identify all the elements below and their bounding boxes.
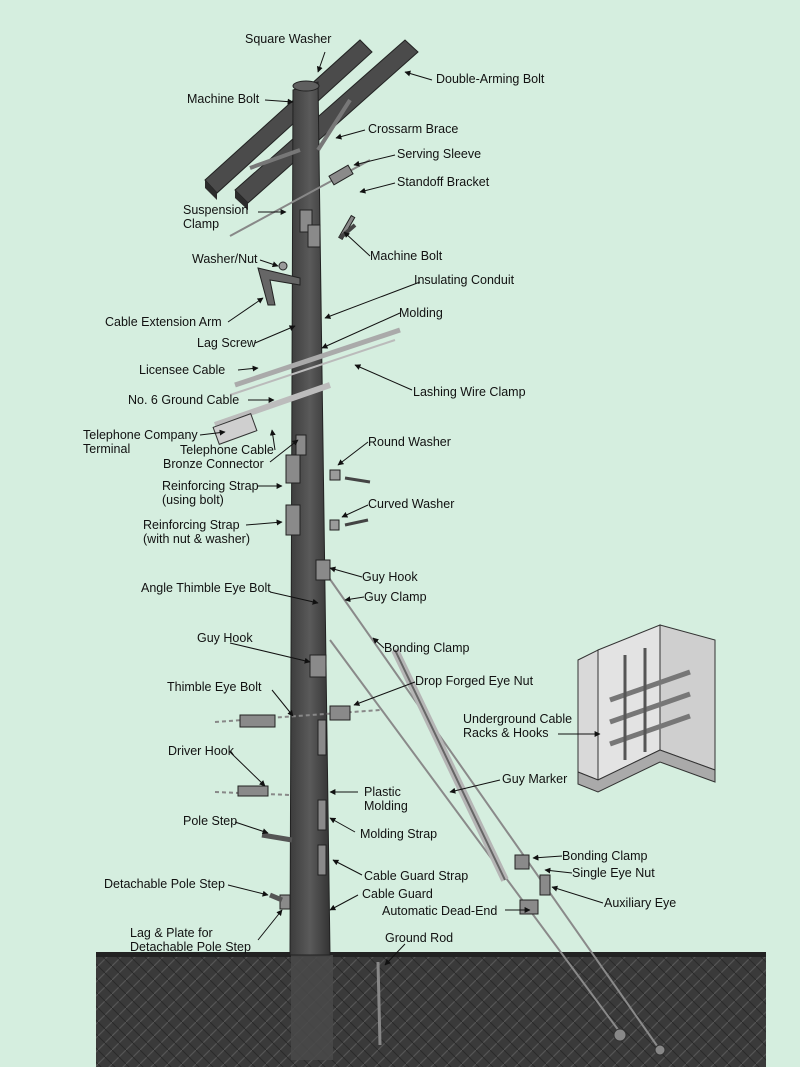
label-thimble-eye-bolt: Thimble Eye Bolt bbox=[167, 680, 262, 694]
label-round-washer: Round Washer bbox=[368, 435, 451, 449]
label-telephone-cable: Telephone Cable bbox=[180, 443, 274, 457]
pole-base bbox=[291, 955, 333, 1060]
label-curved-washer: Curved Washer bbox=[368, 497, 455, 511]
label-detachable-pole-step: Detachable Pole Step bbox=[104, 877, 225, 891]
label-underground-cable-racks: Underground Cable Racks & Hooks bbox=[463, 712, 573, 740]
label-lag-plate: Lag & Plate for Detachable Pole Step bbox=[130, 926, 251, 954]
label-cable-extension-arm: Cable Extension Arm bbox=[105, 315, 222, 329]
label-guy-hook-right: Guy Hook bbox=[362, 570, 418, 584]
terminal-shape bbox=[212, 413, 258, 445]
label-bonding-clamp-lower: Bonding Clamp bbox=[562, 849, 648, 863]
label-reinforcing-strap-bolt: Reinforcing Strap (using bolt) bbox=[162, 479, 259, 507]
label-machine-bolt-top: Machine Bolt bbox=[187, 92, 260, 106]
label-guy-clamp: Guy Clamp bbox=[364, 590, 427, 604]
label-cable-guard: Cable Guard bbox=[362, 887, 433, 901]
label-single-eye-nut: Single Eye Nut bbox=[572, 866, 655, 880]
label-molding-strap: Molding Strap bbox=[360, 827, 438, 841]
label-crossarm-brace: Crossarm Brace bbox=[368, 122, 459, 136]
label-serving-sleeve: Serving Sleeve bbox=[397, 147, 482, 161]
label-bronze-connector: Bronze Connector bbox=[163, 457, 264, 471]
label-licensee-cable: Licensee Cable bbox=[139, 363, 226, 377]
label-guy-hook-left: Guy Hook bbox=[197, 631, 253, 645]
pole-steps bbox=[261, 832, 293, 903]
ground-surface bbox=[96, 952, 766, 957]
label-cable-guard-strap: Cable Guard Strap bbox=[364, 869, 469, 883]
label-square-washer: Square Washer bbox=[245, 32, 332, 46]
label-guy-marker: Guy Marker bbox=[502, 772, 568, 786]
label-bonding-clamp-upper: Bonding Clamp bbox=[384, 641, 470, 655]
guy-wires bbox=[319, 564, 661, 1051]
loose-hardware bbox=[278, 223, 371, 531]
label-automatic-dead-end: Automatic Dead-End bbox=[382, 904, 498, 918]
label-molding: Molding bbox=[399, 306, 443, 320]
label-auxiliary-eye: Auxiliary Eye bbox=[604, 896, 677, 910]
label-drop-forged-eye-nut: Drop Forged Eye Nut bbox=[415, 674, 534, 688]
label-telephone-company-terminal: Telephone Company Terminal bbox=[83, 428, 198, 456]
ground-earth bbox=[96, 955, 766, 1067]
label-ground-rod: Ground Rod bbox=[385, 931, 454, 945]
label-washer-nut: Washer/Nut bbox=[192, 252, 258, 266]
label-lag-screw: Lag Screw bbox=[197, 336, 257, 350]
label-pole-step: Pole Step bbox=[183, 814, 238, 828]
underground-vault bbox=[577, 624, 716, 793]
label-angle-thimble-eye-bolt: Angle Thimble Eye Bolt bbox=[141, 581, 271, 595]
label-double-arming-bolt: Double-Arming Bolt bbox=[436, 72, 545, 86]
label-insulating-conduit: Insulating Conduit bbox=[414, 273, 515, 287]
label-suspension-clamp: Suspension Clamp bbox=[183, 203, 249, 231]
label-reinforcing-strap-nut: Reinforcing Strap (with nut & washer) bbox=[143, 518, 250, 546]
crossarms bbox=[204, 39, 419, 210]
label-driver-hook: Driver Hook bbox=[168, 744, 234, 758]
label-standoff-bracket: Standoff Bracket bbox=[397, 175, 490, 189]
crossarm-brace-shape bbox=[249, 98, 352, 170]
leader-arrows bbox=[199, 51, 604, 966]
label-no6-ground-cable: No. 6 Ground Cable bbox=[128, 393, 240, 407]
ground-rod-shape bbox=[376, 961, 382, 1046]
label-lashing-wire-clamp: Lashing Wire Clamp bbox=[413, 385, 526, 399]
label-machine-bolt-right: Machine Bolt bbox=[370, 249, 443, 263]
cable-extension-arm-shape bbox=[257, 267, 301, 306]
label-plastic-molding: Plastic Molding bbox=[364, 785, 408, 813]
